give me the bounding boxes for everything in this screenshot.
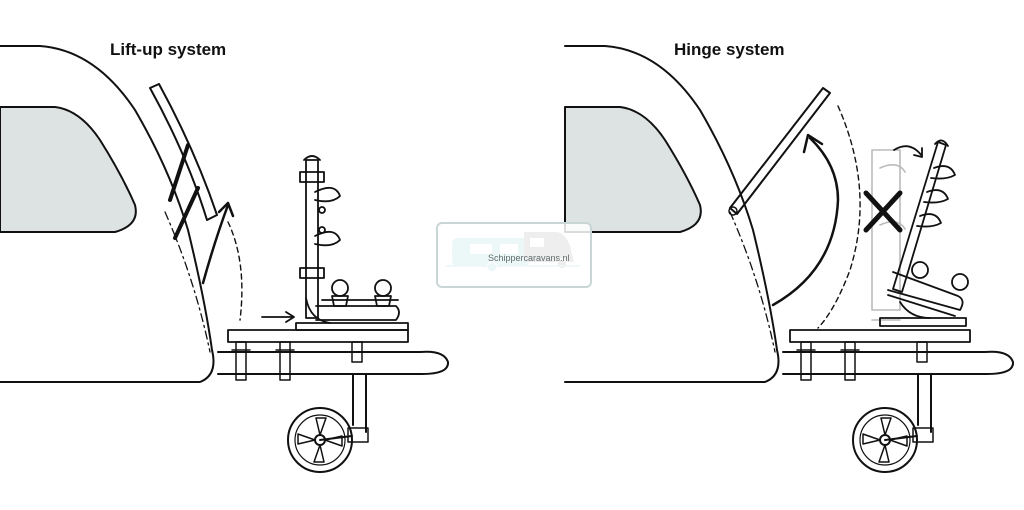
right-panel	[564, 45, 1014, 473]
arrow-icon-head	[217, 201, 235, 218]
bolts-right	[796, 341, 928, 381]
lift-door-left	[149, 83, 218, 221]
watermark-text: Schippercaravans.nl	[488, 253, 570, 263]
left-panel	[0, 45, 449, 473]
small-arrow-right	[893, 145, 923, 157]
slide-arrow-head-left	[285, 311, 295, 323]
drawbar-left	[217, 350, 449, 375]
jockey-clamp-left	[347, 427, 369, 443]
panel-title-lift-up: Lift-up system	[110, 40, 227, 59]
mount-plate-right	[789, 329, 971, 343]
bolts-left	[231, 341, 363, 381]
hinge-pivot-right	[728, 206, 738, 216]
swing-path-right	[817, 105, 861, 329]
cross-icon	[863, 190, 903, 233]
caravan-window-right	[564, 106, 702, 233]
swing-path-left	[227, 221, 243, 321]
mount-plate-left	[227, 329, 409, 343]
panel-title-hinge: Hinge system	[674, 40, 785, 59]
bike-rack-icon	[295, 155, 409, 331]
wheel-icon	[287, 407, 353, 473]
bike-rack-icon-right	[879, 139, 969, 327]
drawbar-right	[782, 350, 1014, 375]
caravan-body-right	[564, 45, 780, 383]
strut-lower-left	[173, 186, 200, 240]
hinge-door-right	[729, 87, 831, 215]
watermark-box: Schippercaravans.nl	[436, 222, 592, 288]
arrow-icon	[201, 203, 230, 285]
caravan-wall-line-left	[164, 211, 211, 353]
arrow-icon-right	[771, 136, 840, 307]
caravan-window-left	[0, 106, 137, 233]
small-arrow-right-head	[913, 147, 923, 158]
strut-upper-left	[168, 143, 190, 202]
caravan-wall-line-right	[729, 211, 776, 353]
jockey-clamp-right	[912, 427, 934, 443]
wheel-icon-right	[852, 407, 918, 473]
arrow-icon-right-head	[802, 133, 824, 154]
